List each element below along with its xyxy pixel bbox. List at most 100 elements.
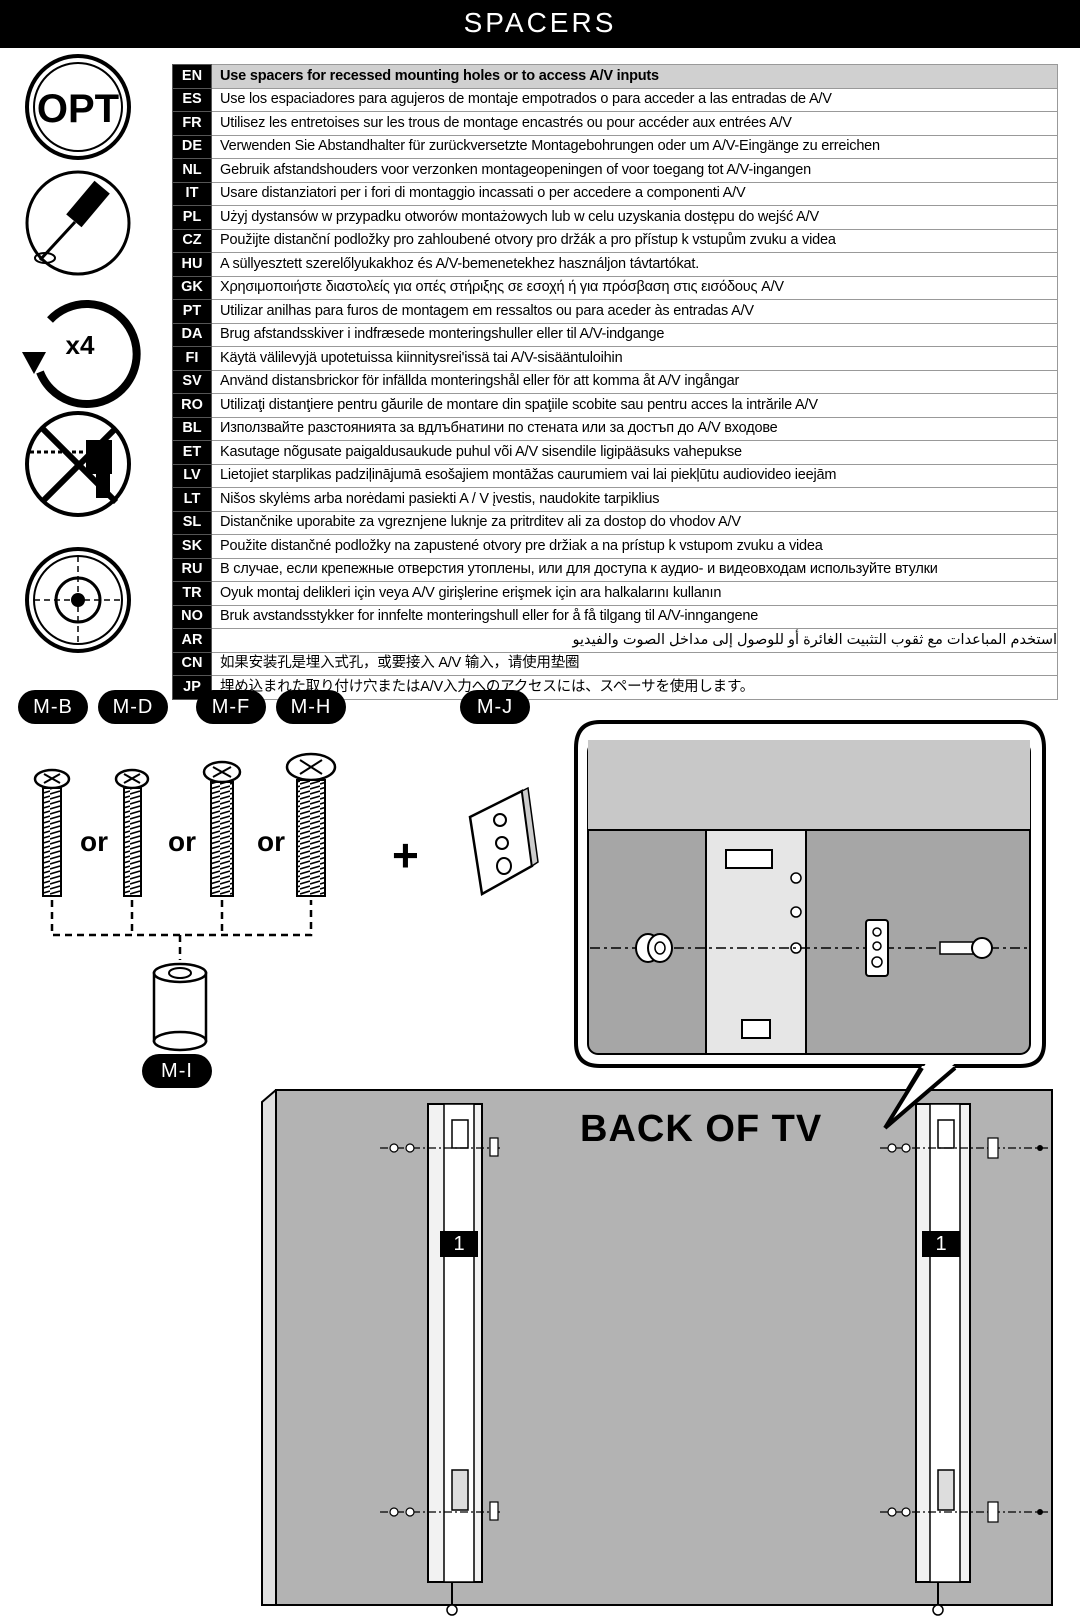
part-label-m-h: M-H [276,690,346,724]
language-code: SL [172,510,212,535]
language-code: ES [172,87,212,112]
instruction-text: Utilizaţi distanţiere pentru găurile de … [211,393,1058,418]
instruction-text: Použijte distanční podložky pro zahloube… [211,228,1058,253]
screw-m-f [202,760,242,897]
connector-lines [50,900,313,960]
language-code: FI [172,346,212,371]
instruction-text: Použite distančné podložky na zapustené … [211,534,1058,559]
instruction-text: 埋め込まれた取り付け穴またはA/V入力へのアクセスには、スペーサを使用します。 [211,675,1058,700]
repeat-count: x4 [66,330,95,360]
language-code: NO [172,604,212,629]
left-bracket [380,1103,500,1616]
back-of-tv-label: BACK OF TV [580,1108,823,1150]
or-word: or [80,826,108,857]
language-code: TR [172,581,212,606]
spacer-m-i [152,962,208,1052]
language-code: HU [172,252,212,277]
instruction-text: Verwenden Sie Abstandhalter für zurückve… [211,134,1058,159]
part-label-m-i: M-I [142,1054,212,1088]
language-code: LT [172,487,212,512]
instruction-text: Distančnike uporabite za vgreznjene lukn… [211,510,1058,535]
part-label-m-d: M-D [98,690,168,724]
instruction-text: В случае, если крепежные отверстия утопл… [211,557,1058,582]
language-code: IT [172,181,212,206]
detail-callout [574,720,1046,1130]
language-code: CN [172,651,212,676]
part-label-m-f: M-F [196,690,266,724]
language-code: SV [172,369,212,394]
language-code: PL [172,205,212,230]
screw-m-h [285,752,337,897]
bracket-number-left: 1 [440,1231,478,1257]
instruction-text: Utilisez les entretoises sur les trous d… [211,111,1058,136]
instruction-text: Lietojiet starplikas padziļinājumā esoša… [211,463,1058,488]
instruction-text: Bruk avstandsstykker for innfelte monter… [211,604,1058,629]
instruction-text: Użyj dystansów w przypadku otworów monta… [211,205,1058,230]
instruction-text: Gebruik afstandshouders voor verzonken m… [211,158,1058,183]
bracket-number-right: 1 [922,1231,960,1257]
language-code: DE [172,134,212,159]
screw-m-b [33,768,71,897]
instruction-text: Nišos skylėms arba norėdami pasiekti A /… [211,487,1058,512]
part-label-m-j: M-J [460,690,530,724]
instruction-text: Χρησιμοποιήστε διαστολείς για οπές στήρι… [211,275,1058,300]
instruction-text: Use spacers for recessed mounting holes … [211,64,1058,89]
language-code: RU [172,557,212,582]
instruction-text: Use los espaciadores para agujeros de mo… [211,87,1058,112]
repeat-arrow-icon: x4 [22,300,141,408]
instruction-text: 如果安装孔是埋入式孔，或要接入 A/V 输入，请使用垫圈 [211,651,1058,676]
language-code: DA [172,322,212,347]
instruction-text: Brug afstandsskiver i indfræsede monteri… [211,322,1058,347]
plus-sign: + [392,829,419,881]
language-code: NL [172,158,212,183]
no-drill-icon [25,411,131,517]
language-code: CZ [172,228,212,253]
washer-plate-m-j [468,786,539,896]
instruction-text: استخدم المباعدات مع ثقوب التثبيت الغائرة… [211,628,1058,653]
right-bracket [880,1103,1048,1616]
screw-m-d [114,768,150,897]
part-label-m-b: M-B [18,690,88,724]
language-code: GK [172,275,212,300]
or-word: or [257,826,285,857]
optional-icon: OPT [25,54,131,160]
opt-text: OPT [37,87,119,131]
language-code: BL [172,416,212,441]
instruction-text: Oyuk montaj delikleri için veya A/V giri… [211,581,1058,606]
language-code: RO [172,393,212,418]
language-code: SK [172,534,212,559]
language-code: LV [172,463,212,488]
target-stud-icon [25,547,131,653]
language-code: AR [172,628,212,653]
instruction-text: Använd distansbrickor för infällda monte… [211,369,1058,394]
instruction-text: Utilizar anilhas para furos de montagem … [211,299,1058,324]
screwdriver-icon [25,170,131,276]
page-title: SPACERS [0,0,1080,48]
instruction-text: Използвайте разстоянията за вдлъбнатини … [211,416,1058,441]
